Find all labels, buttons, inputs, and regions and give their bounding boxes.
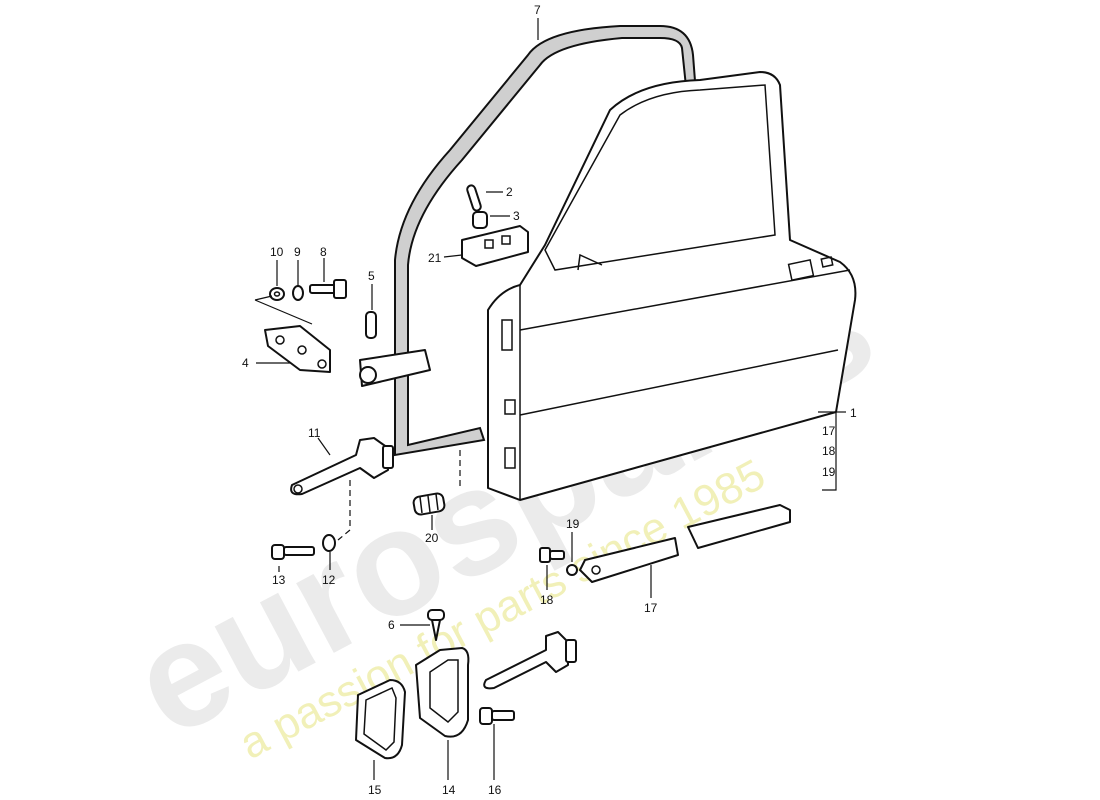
callout-20: 20 [425,531,439,545]
callout-19: 19 [566,517,580,531]
screw-part-6 [427,609,445,641]
pin-part-2 [466,184,482,212]
hinge-pin-part-5 [365,311,377,339]
gasket-part-15 [355,679,406,760]
callout-group-19: 19 [822,465,836,479]
callout-3: 3 [513,209,520,223]
callout-16: 16 [488,783,502,797]
callout-18: 18 [540,593,554,607]
callout-group-17: 17 [822,424,836,438]
washer-part-19 [566,564,578,576]
callout-labels: 7 2 3 21 5 10 9 8 4 11 13 12 20 19 18 17… [242,3,857,797]
callout-4: 4 [242,356,249,370]
door-check-rod-part-17 [579,504,791,583]
upper-hinge [359,349,431,387]
frame-part-14 [415,647,470,738]
callout-15: 15 [368,783,382,797]
callout-21: 21 [428,251,442,265]
hinge-plate-part-21 [461,225,529,267]
callout-7: 7 [534,3,541,17]
bolt-part-18 [539,547,565,563]
callout-6: 6 [388,618,395,632]
bolt-part-13 [271,544,315,560]
callout-14: 14 [442,783,456,797]
leader-lines [256,18,846,780]
callout-17: 17 [644,601,658,615]
callout-group-18: 18 [822,444,836,458]
callout-9: 9 [294,245,301,259]
bolt-part-16 [479,707,515,725]
callout-11: 11 [308,426,321,440]
washer-part-12 [322,534,336,552]
washer-part-10 [269,287,285,301]
callout-12: 12 [322,573,336,587]
door-shell [487,71,857,501]
callout-8: 8 [320,245,327,259]
hinge-bracket-part-4 [264,325,331,373]
callout-1: 1 [850,406,857,420]
door-check-lower [483,631,577,690]
callout-5: 5 [368,269,375,283]
bushing-part-3 [472,211,488,229]
sleeve-part-20 [412,492,446,516]
washer-part-9 [292,285,304,301]
door-check-part-11 [290,437,394,496]
bolt-part-8 [309,279,347,299]
callout-2: 2 [506,185,513,199]
callout-13: 13 [272,573,286,587]
callout-10: 10 [270,245,284,259]
